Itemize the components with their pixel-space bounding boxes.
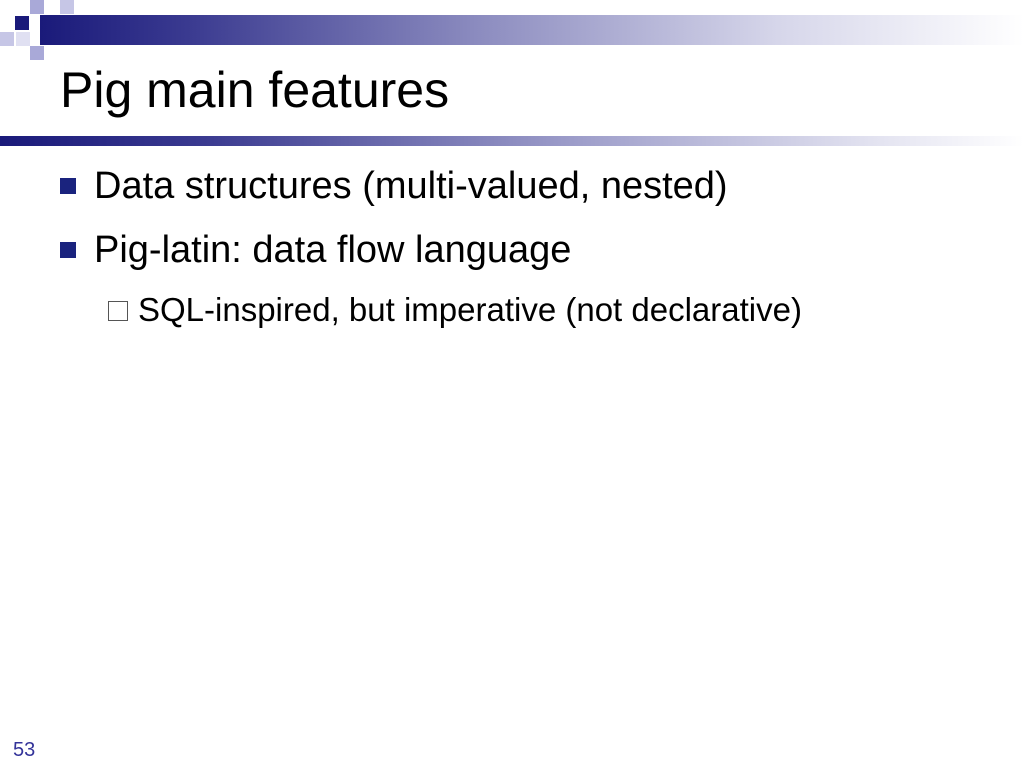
- decor-square-light-1: [30, 0, 44, 14]
- decor-square-light-2: [60, 0, 74, 14]
- header-gradient-bar: [40, 15, 1024, 45]
- bullet-text: Pig-latin: data flow language: [94, 229, 572, 271]
- decor-square-light-6: [16, 32, 30, 46]
- title-underline-bar: [0, 136, 1024, 146]
- square-bullet-icon: [60, 178, 76, 194]
- bullet-text: Data structures (multi-valued, nested): [94, 165, 728, 207]
- slide-title: Pig main features: [60, 62, 450, 118]
- sub-bullet-text: SQL-inspired, but imperative (not declar…: [138, 291, 802, 328]
- decor-square-light-5: [30, 46, 44, 60]
- decor-square-light-3: [0, 32, 14, 46]
- decor-square-dark-1: [15, 16, 29, 30]
- square-bullet-icon: [60, 242, 76, 258]
- hollow-square-bullet-icon: [108, 301, 128, 321]
- page-number: 53: [13, 739, 36, 761]
